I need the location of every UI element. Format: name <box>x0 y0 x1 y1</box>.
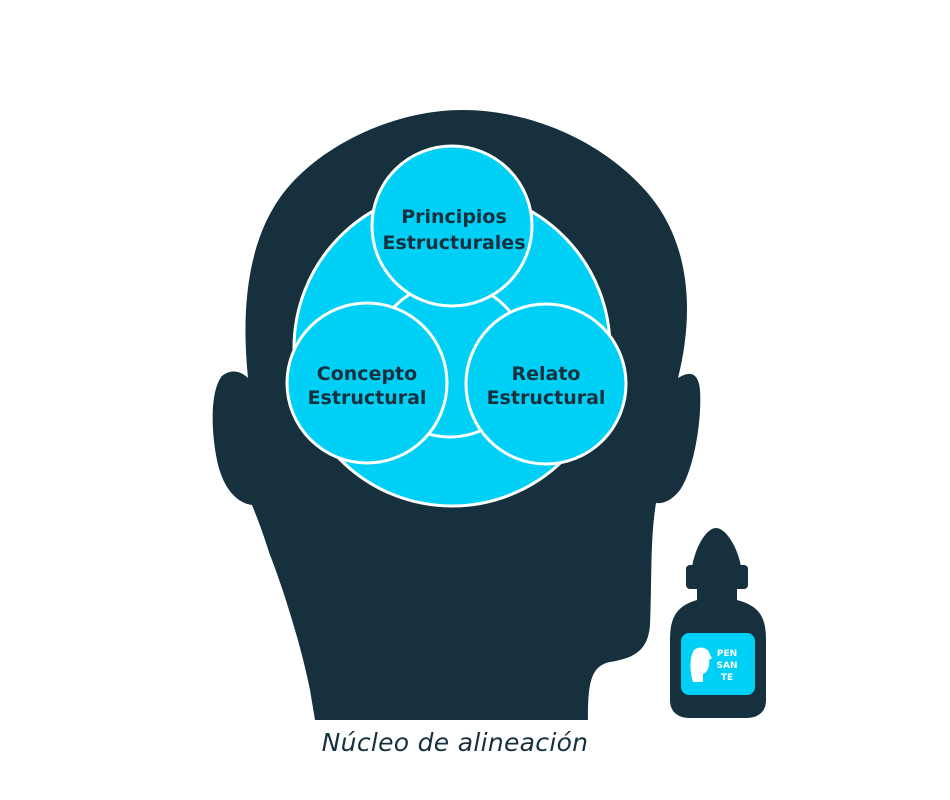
node-principios-estructurales: Principios Estructurales <box>370 144 534 308</box>
node-left-line2: Estructural <box>308 387 427 409</box>
node-right-line1: Relato <box>512 363 581 385</box>
node-relato-estructural: Relato Estructural <box>464 302 628 466</box>
logo-line3: TE <box>721 673 733 683</box>
logo-line1: PEN <box>717 649 737 659</box>
node-top-line1: Principios <box>401 206 507 228</box>
logo-line2: SAN <box>717 661 738 671</box>
node-top-line2: Estructurales <box>382 232 525 254</box>
diagram-caption: Núcleo de alineación <box>0 728 950 757</box>
dropper-bottle-icon: PEN SAN TE <box>670 528 766 718</box>
node-left-line1: Concepto <box>317 363 417 385</box>
pensante-logo-icon: PEN SAN TE <box>681 633 755 695</box>
caption-text: Núcleo de alineación <box>321 728 589 757</box>
node-concepto-estructural: Concepto Estructural <box>285 301 449 465</box>
node-right-line2: Estructural <box>487 387 606 409</box>
